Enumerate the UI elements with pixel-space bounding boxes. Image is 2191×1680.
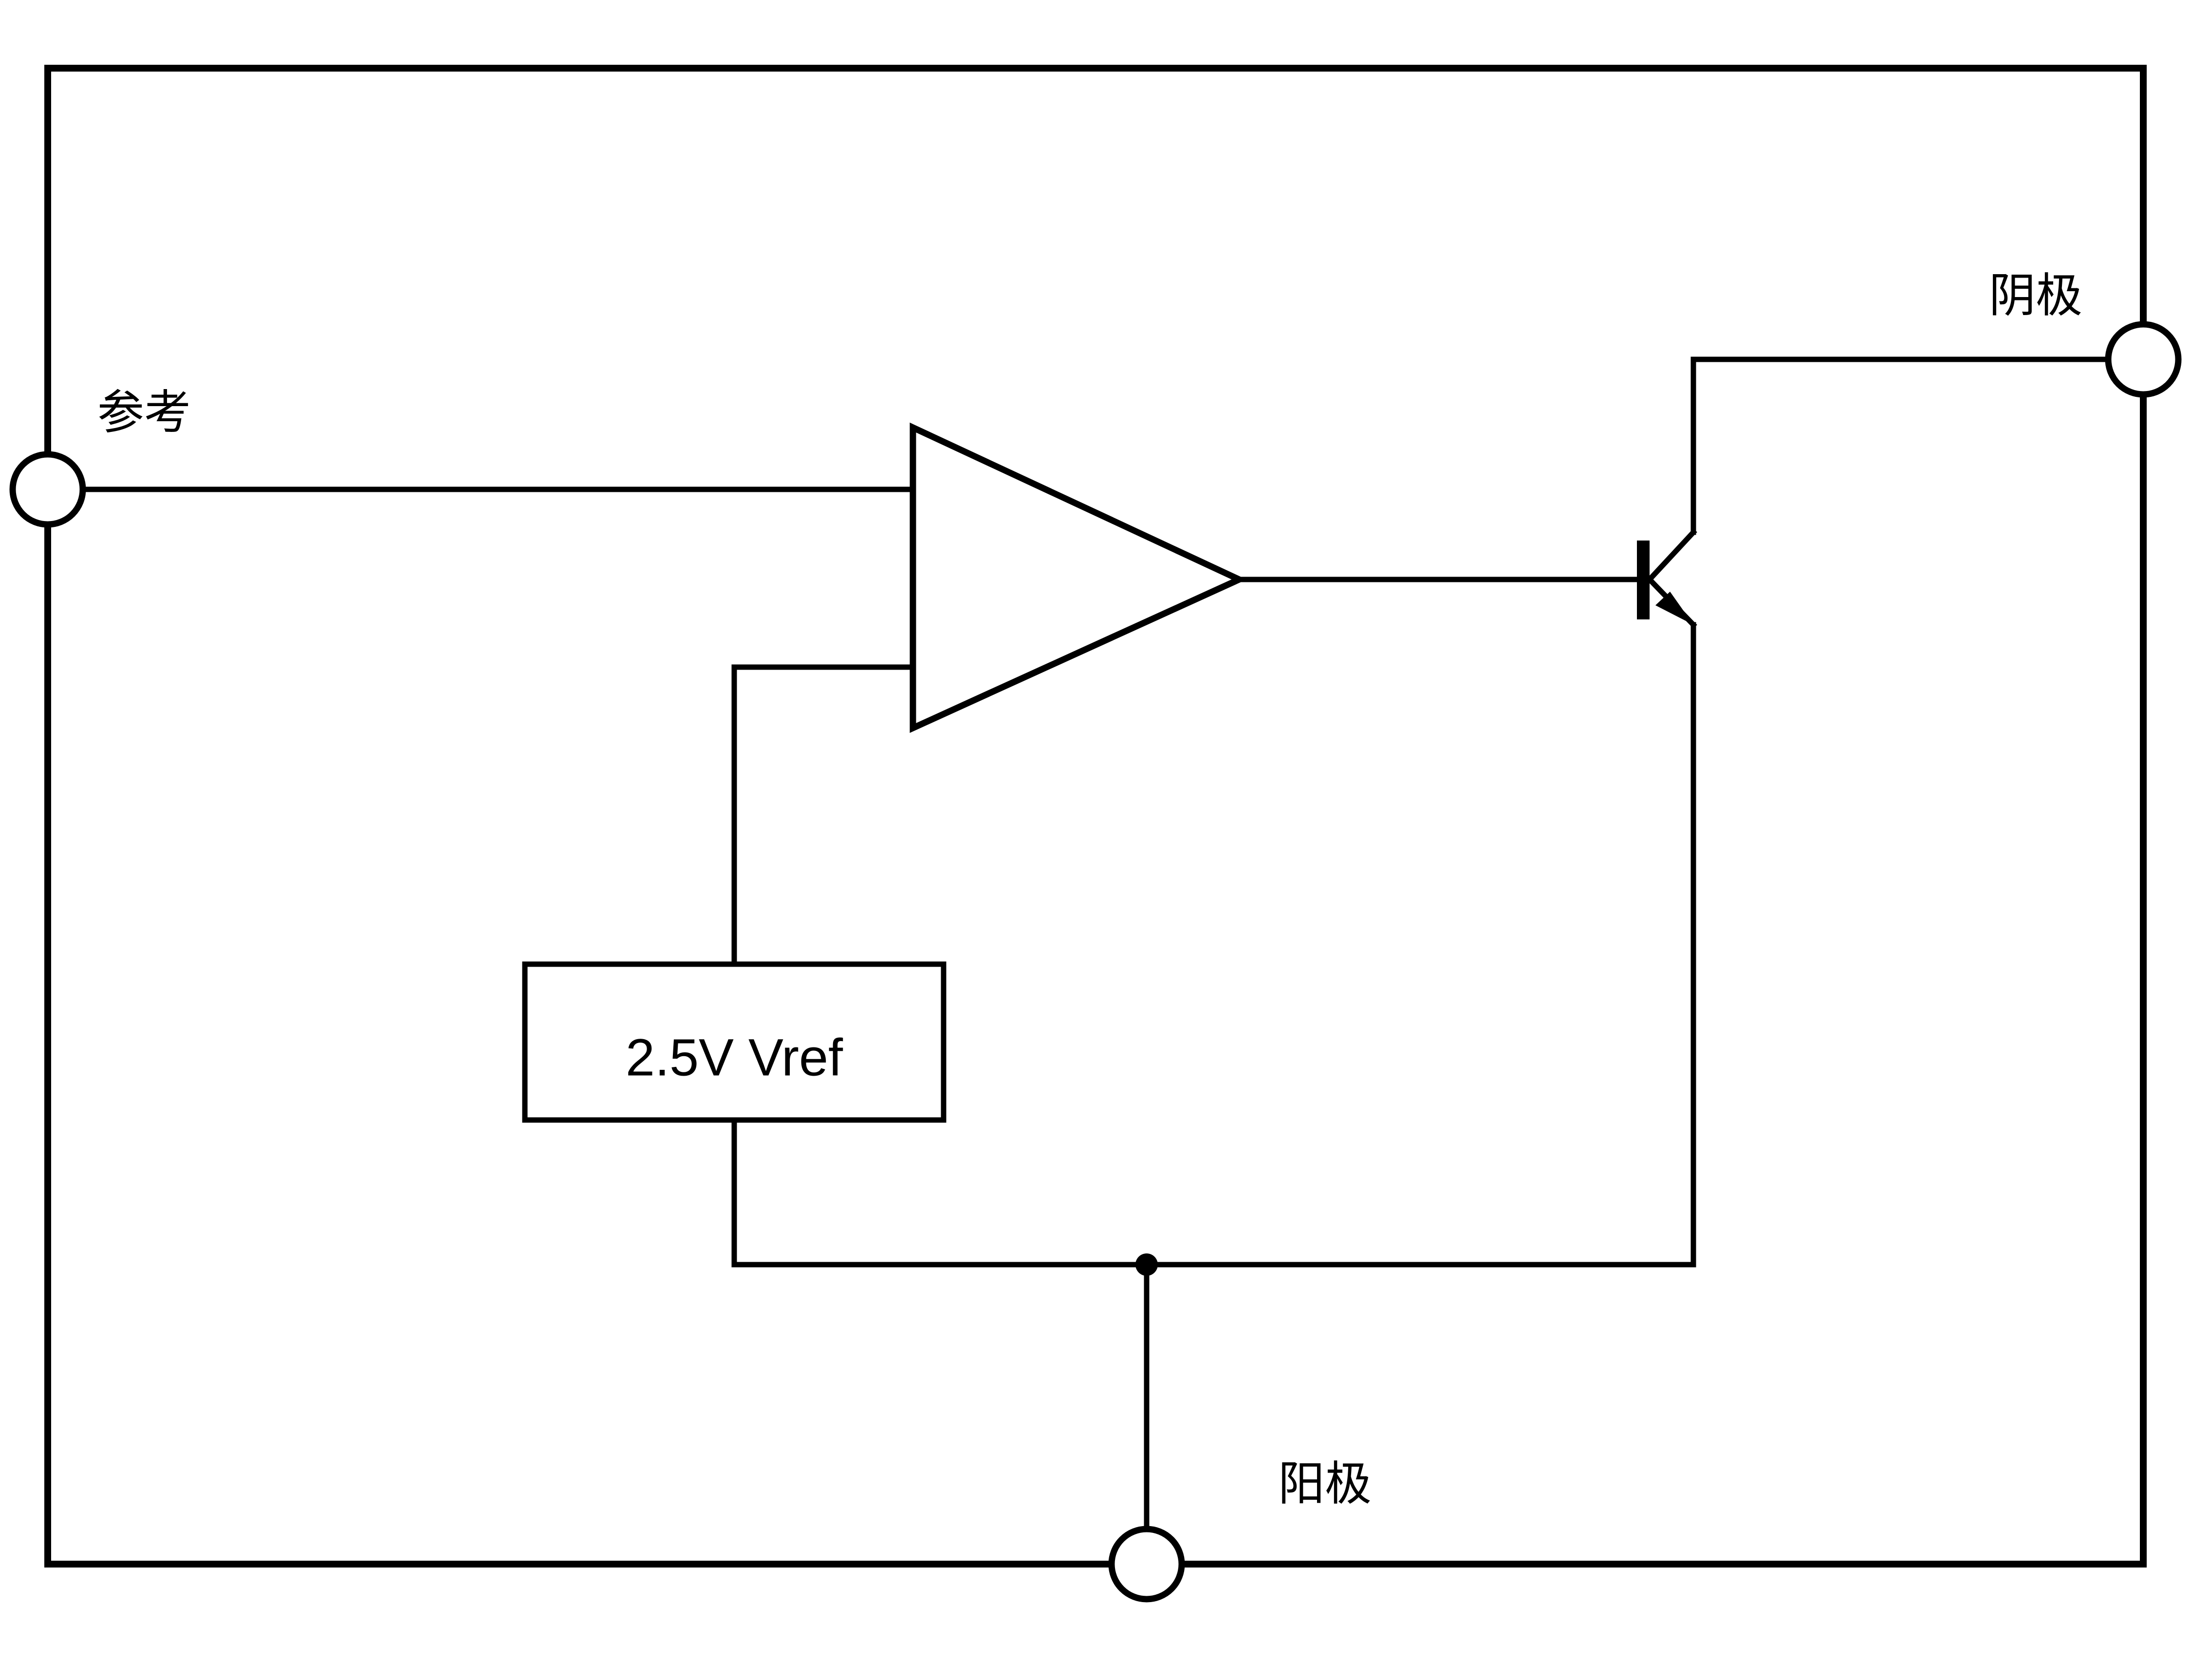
wire-emitter-to-anode-bus (1144, 622, 1696, 1268)
wire-feedback-to-vref (731, 664, 916, 967)
cathode-terminal-label: 阴极 (1989, 268, 2082, 323)
emitter-arrow-icon (1655, 592, 1693, 625)
vref-block-label: 2.5V Vref (626, 1028, 843, 1087)
reference-terminal-label: 参考 (97, 385, 191, 440)
wire-collector-to-cathode (1690, 356, 2146, 535)
package-outline (44, 65, 2147, 1568)
junction-dot-icon (1135, 1253, 1158, 1276)
anode-terminal-label: 阳极 (1278, 1456, 1372, 1511)
error-amplifier-symbol (910, 422, 1247, 733)
cathode-terminal-icon[interactable] (2105, 321, 2182, 398)
anode-terminal-icon[interactable] (1108, 1526, 1185, 1603)
reference-terminal-icon[interactable] (9, 451, 86, 528)
wire-vref-to-anode-bus (731, 1117, 1150, 1268)
transistor-collector-lead (1646, 528, 1697, 583)
